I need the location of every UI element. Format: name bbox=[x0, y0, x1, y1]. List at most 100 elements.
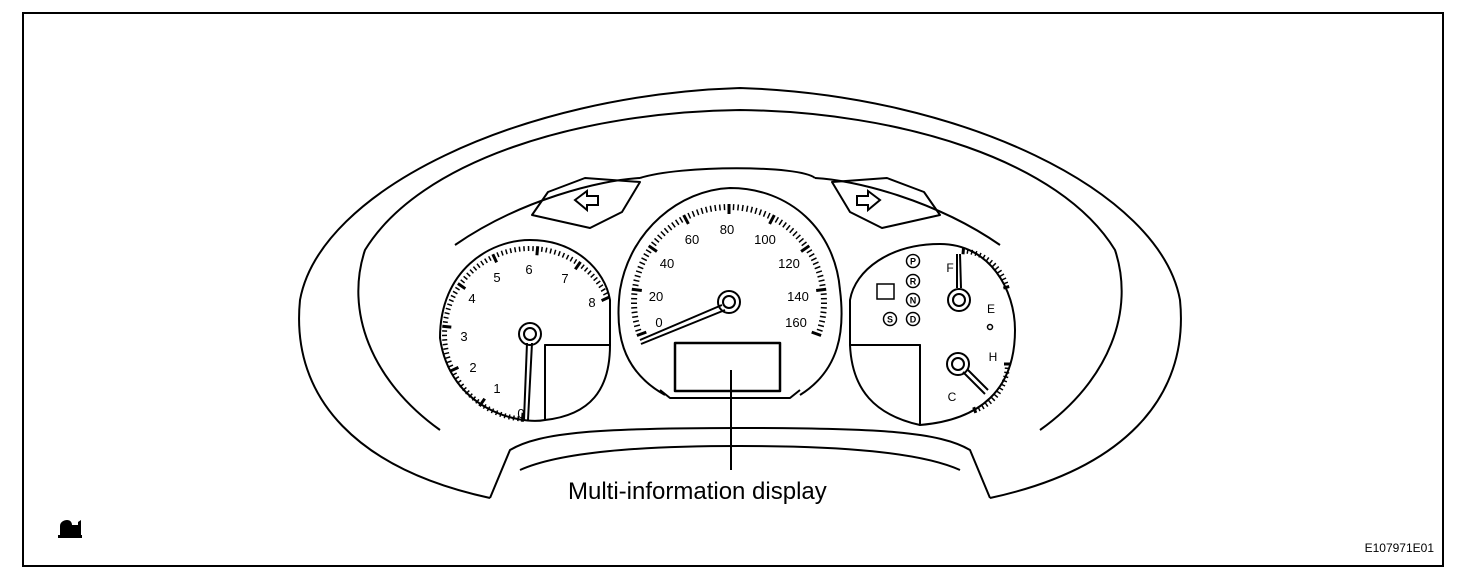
tachometer-needle bbox=[523, 342, 533, 421]
speed-minor-tick bbox=[660, 230, 666, 237]
temp-minor-tick bbox=[993, 393, 999, 398]
tach-minor-tick bbox=[486, 406, 491, 412]
speed-minor-tick bbox=[815, 270, 823, 274]
tach-major-tick bbox=[442, 324, 452, 329]
speed-minor-tick bbox=[709, 205, 713, 212]
speed-minor-tick bbox=[645, 249, 652, 254]
speed-minor-tick bbox=[643, 253, 650, 258]
fuel-minor-tick bbox=[981, 254, 986, 260]
tach-minor-tick bbox=[471, 396, 477, 401]
speed-major-tick bbox=[647, 244, 658, 253]
tach-minor-tick bbox=[442, 321, 448, 324]
fuel-minor-tick bbox=[978, 252, 982, 258]
speed-major-tick bbox=[682, 214, 690, 225]
speed-minor-tick bbox=[714, 204, 717, 212]
fuel-hub bbox=[947, 288, 971, 312]
tach-minor-tick bbox=[500, 250, 504, 256]
speed-label-60: 60 bbox=[685, 232, 699, 247]
tach-label-8: 8 bbox=[588, 295, 595, 310]
speed-major-tick bbox=[768, 214, 776, 225]
tach-label-4: 4 bbox=[468, 291, 475, 306]
speedometer-scale bbox=[630, 204, 828, 337]
temp-minor-tick bbox=[1000, 383, 1006, 387]
tachometer-pod bbox=[439, 239, 611, 422]
tach-minor-tick bbox=[472, 266, 478, 271]
turn-left-tab bbox=[531, 177, 641, 229]
tach-minor-tick bbox=[494, 410, 499, 416]
speed-minor-tick bbox=[789, 227, 795, 234]
tach-minor-tick bbox=[490, 408, 495, 414]
fuel-major-tick bbox=[1003, 285, 1010, 290]
speed-minor-tick bbox=[750, 206, 754, 213]
temp-major-tick bbox=[972, 406, 978, 414]
temp-minor-tick bbox=[1001, 379, 1008, 383]
tach-minor-tick bbox=[517, 416, 520, 422]
speed-minor-tick bbox=[641, 257, 648, 262]
speed-minor-tick bbox=[639, 261, 646, 266]
speed-minor-tick bbox=[632, 283, 639, 287]
fuel-minor-tick bbox=[994, 266, 1000, 271]
speed-minor-tick bbox=[667, 224, 673, 231]
fuel-major-tick bbox=[961, 248, 965, 255]
speed-minor-tick bbox=[691, 210, 696, 217]
tachometer-scale bbox=[441, 245, 611, 422]
tach-minor-tick bbox=[445, 307, 451, 311]
speed-minor-tick bbox=[774, 216, 780, 223]
speedometer-needle bbox=[639, 304, 726, 345]
tach-minor-tick bbox=[454, 376, 460, 380]
tach-minor-tick bbox=[565, 254, 570, 260]
temp-needle bbox=[962, 368, 989, 395]
speed-minor-tick bbox=[801, 241, 807, 247]
fuel-temp-pod bbox=[849, 243, 1016, 426]
tach-major-tick bbox=[449, 366, 460, 373]
temp-minor-tick bbox=[984, 402, 989, 408]
speed-minor-tick bbox=[635, 270, 643, 274]
speed-minor-tick bbox=[632, 319, 640, 323]
cluster-lower-lip bbox=[489, 427, 991, 499]
tach-minor-tick bbox=[446, 360, 452, 364]
speed-minor-tick bbox=[817, 324, 825, 328]
tach-minor-tick bbox=[456, 379, 462, 384]
speed-minor-tick bbox=[816, 328, 823, 332]
speed-minor-tick bbox=[634, 274, 641, 278]
tach-label-7: 7 bbox=[561, 271, 568, 286]
tach-minor-tick bbox=[573, 259, 578, 264]
tach-minor-tick bbox=[553, 249, 557, 255]
speed-label-100: 100 bbox=[754, 232, 776, 247]
tach-major-tick bbox=[457, 282, 467, 290]
speed-minor-tick bbox=[741, 204, 744, 212]
temp-minor-tick bbox=[1004, 371, 1010, 374]
tach-minor-tick bbox=[590, 273, 595, 278]
speed-minor-tick bbox=[633, 279, 640, 283]
tach-major-tick bbox=[491, 253, 498, 264]
fuel-full-label: F bbox=[946, 261, 953, 275]
tach-minor-tick bbox=[475, 398, 480, 404]
tach-minor-tick bbox=[468, 393, 473, 398]
left-lower-screen bbox=[544, 344, 611, 421]
speed-minor-tick bbox=[782, 222, 787, 228]
tach-minor-tick bbox=[459, 383, 465, 388]
speed-minor-tick bbox=[687, 212, 692, 219]
speed-major-tick bbox=[800, 244, 811, 253]
multi-information-display bbox=[673, 341, 782, 393]
tach-minor-tick bbox=[480, 260, 485, 266]
speed-minor-tick bbox=[819, 283, 826, 287]
speed-label-80: 80 bbox=[720, 222, 734, 237]
speed-minor-tick bbox=[651, 241, 657, 247]
speed-minor-tick bbox=[792, 230, 798, 237]
tach-major-tick bbox=[574, 261, 582, 271]
temp-cold-label: C bbox=[948, 390, 957, 404]
tach-label-1: 1 bbox=[493, 381, 500, 396]
temp-minor-tick bbox=[996, 390, 1002, 395]
speed-minor-tick bbox=[818, 279, 825, 283]
temperature-scale bbox=[972, 362, 1010, 414]
tach-minor-tick bbox=[507, 414, 511, 420]
tach-minor-tick bbox=[476, 263, 481, 269]
temp-minor-tick bbox=[1003, 375, 1009, 379]
fuel-minor-tick bbox=[966, 248, 969, 254]
temp-hot-label: H bbox=[989, 350, 998, 364]
tach-minor-tick bbox=[512, 415, 515, 421]
tach-minor-tick bbox=[600, 288, 606, 292]
turn-left-arrow-icon bbox=[573, 189, 599, 213]
temp-minor-tick bbox=[977, 406, 981, 412]
